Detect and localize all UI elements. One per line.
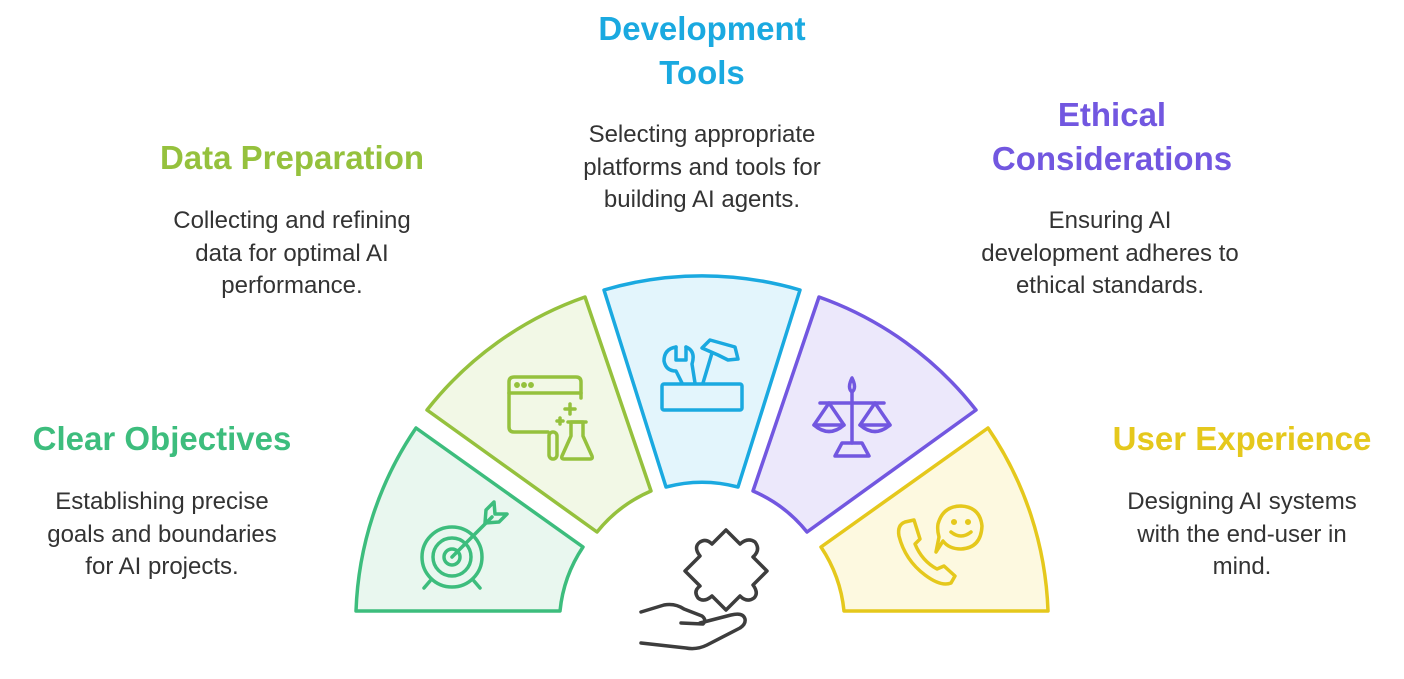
- toolbox-icon: [660, 338, 744, 412]
- browser-lab-icon: [507, 375, 594, 461]
- title-user-experience: User Experience: [1112, 420, 1372, 457]
- desc-ethical-considerations: Ensuring AI development adheres to ethic…: [981, 207, 1239, 299]
- desc-user-experience: Designing AI systems with the end-user i…: [1127, 488, 1357, 580]
- scales-icon: [812, 376, 892, 458]
- title-ethical-considerations: Ethical Considerations: [991, 96, 1233, 177]
- desc-data-preparation: Collecting and refining data for optimal…: [173, 207, 411, 299]
- title-development-tools: Development Tools: [598, 10, 806, 91]
- target-icon: [420, 500, 509, 590]
- desc-development-tools: Selecting appropriate platforms and tool…: [583, 121, 821, 213]
- phone-smile-icon: [896, 504, 984, 586]
- title-data-preparation: Data Preparation: [159, 139, 425, 176]
- desc-clear-objectives: Establishing precise goals and boundarie…: [47, 488, 277, 580]
- hand-puzzle-icon: [639, 528, 769, 651]
- title-clear-objectives: Clear Objectives: [32, 420, 292, 457]
- segment-data-preparation: [425, 295, 653, 534]
- segment-clear-objectives: [354, 426, 585, 613]
- segment-ethical-considerations: [751, 295, 978, 534]
- segment-user-experience: [819, 426, 1050, 613]
